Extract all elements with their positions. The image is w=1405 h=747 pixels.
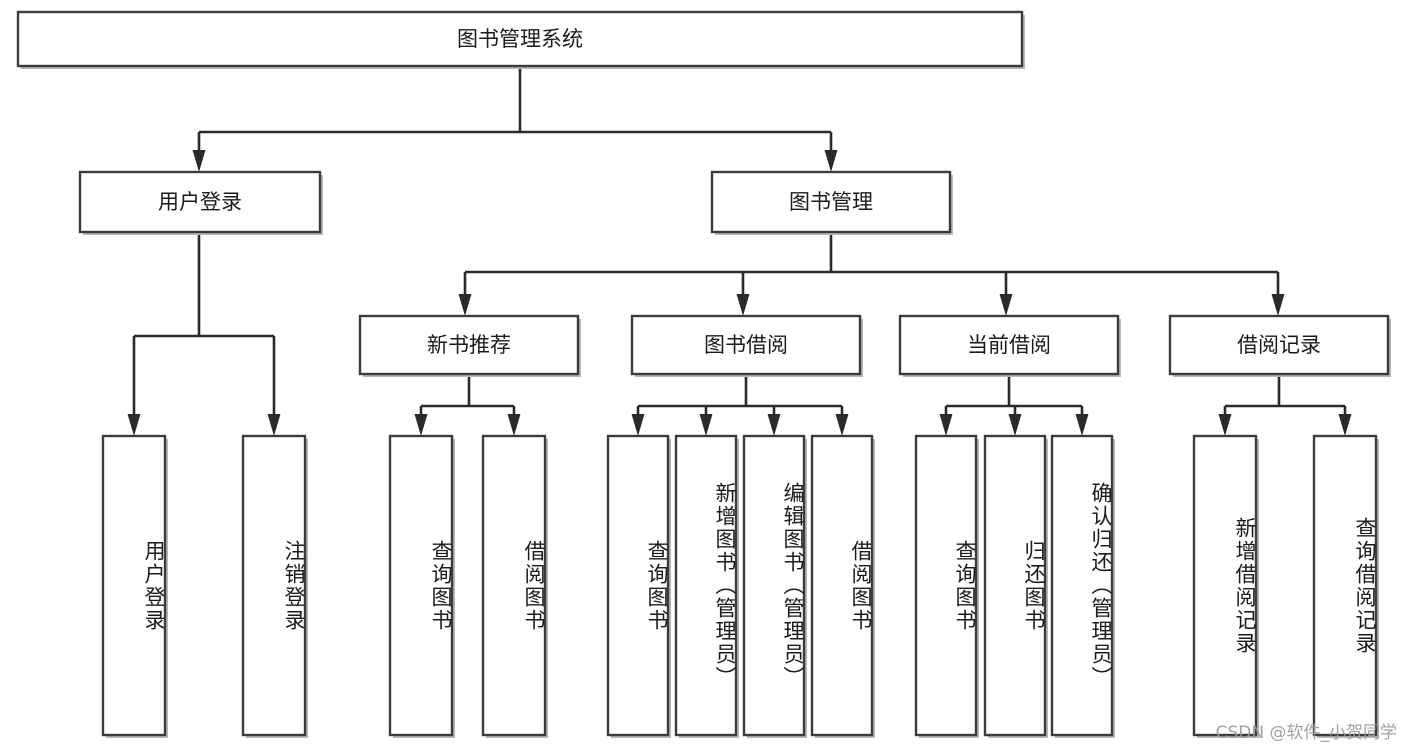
arrow-head-icon <box>127 414 141 436</box>
node-leaf-11[interactable] <box>1192 434 1258 737</box>
node-box-layer <box>16 10 1391 738</box>
connector-group-borrow-to-leaves <box>631 374 849 436</box>
node-label: 新书推荐 <box>427 333 511 357</box>
arrow-head-icon <box>631 414 645 436</box>
arrow-head-icon <box>1338 414 1352 436</box>
arrow-head-icon <box>192 150 206 172</box>
node-leaf-4[interactable] <box>606 434 670 737</box>
arrow-head-icon <box>458 294 472 316</box>
connector-layer <box>127 66 1352 436</box>
node-level2-1[interactable] <box>710 170 952 234</box>
node-level3-1[interactable] <box>630 314 862 376</box>
connector-group-current-to-leaves <box>939 374 1089 436</box>
connector-group-newbook-to-leaves <box>414 374 521 436</box>
arrow-head-icon <box>835 414 849 436</box>
node-leaf-3[interactable] <box>481 434 547 737</box>
node-label: 图书管理 <box>789 190 873 214</box>
arrow-head-icon <box>267 414 281 436</box>
node-leaf-10[interactable] <box>1050 434 1114 737</box>
node-leaf-8[interactable] <box>914 434 978 737</box>
node-leaf-6[interactable] <box>742 434 806 737</box>
node-label: 用户登录 <box>158 190 242 214</box>
node-level3-3[interactable] <box>1168 314 1390 376</box>
node-leaf-5[interactable] <box>674 434 738 737</box>
node-level3-0[interactable] <box>358 314 580 376</box>
arrow-head-icon <box>1271 294 1285 316</box>
connector-group-bookmgmt-to-level3 <box>458 232 1285 316</box>
arrow-head-icon <box>1218 414 1232 436</box>
node-label: 图书管理系统 <box>457 27 583 51</box>
node-leaf-2[interactable] <box>388 434 454 737</box>
connector-group-level2-to-leaves-login <box>127 232 281 436</box>
node-level3-2[interactable] <box>898 314 1120 376</box>
arrow-head-icon <box>767 414 781 436</box>
csdn-watermark: CSDN @软件_小贺同学 <box>1215 723 1397 743</box>
arrow-head-icon <box>507 414 521 436</box>
node-leaf-7[interactable] <box>810 434 874 737</box>
node-leaf-0[interactable] <box>101 434 167 737</box>
arrow-head-icon <box>699 414 713 436</box>
node-label: 借阅记录 <box>1237 333 1321 357</box>
node-leaf-12[interactable] <box>1312 434 1378 737</box>
arrow-head-icon <box>414 414 428 436</box>
connector-group-record-to-leaves <box>1218 374 1352 436</box>
arrow-head-icon <box>1075 414 1089 436</box>
node-leaf-1[interactable] <box>241 434 307 737</box>
node-level2-0[interactable] <box>78 170 322 234</box>
node-label: 图书借阅 <box>704 333 788 357</box>
node-label: 当前借阅 <box>967 333 1051 357</box>
node-leaf-9[interactable] <box>983 434 1047 737</box>
arrow-head-icon <box>999 294 1013 316</box>
arrow-head-icon <box>939 414 953 436</box>
arrow-head-icon <box>1008 414 1022 436</box>
arrow-head-icon <box>736 294 750 316</box>
connector-group-root-to-level2 <box>192 66 838 172</box>
arrow-head-icon <box>824 150 838 172</box>
node-root-system[interactable] <box>16 10 1024 68</box>
